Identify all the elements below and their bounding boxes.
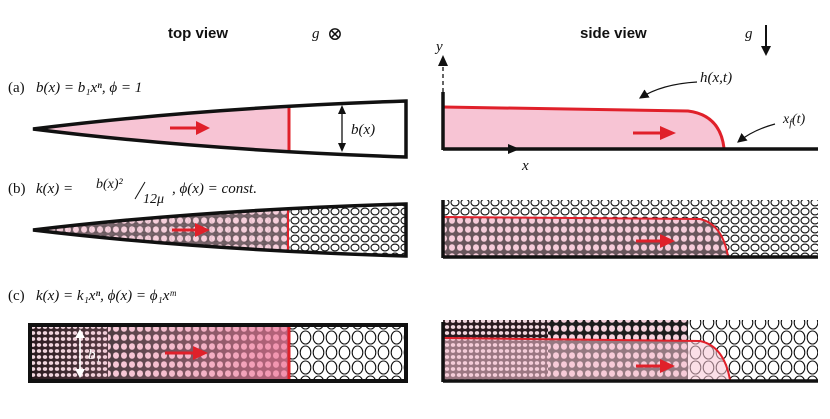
top-view-header: top view (168, 25, 228, 42)
height-pointer-arrow-icon (638, 81, 698, 99)
panel-b-side-view (441, 200, 818, 259)
y-axis-arrow-icon (438, 55, 448, 92)
panel-c-top-view: b₁ (28, 323, 408, 383)
width-label: b(x) (351, 122, 375, 138)
flow-arrow-icon (636, 234, 675, 248)
side-view-header: side view (580, 25, 647, 42)
panel-b-top-view (32, 202, 408, 258)
panel-c-formula: k(x) = k₁xⁿ, ϕ(x) = ϕ₁xᵐ (36, 288, 176, 304)
gravity-top-label: g (312, 26, 320, 42)
flow-arrow-icon (165, 346, 208, 360)
gravity-down-arrow-icon (761, 25, 771, 56)
panel-b-fraction-denominator: 12μ (143, 192, 164, 207)
width-dimension-arrow-icon (75, 329, 85, 378)
panel-a-formula: b(x) = b₁xⁿ, ϕ = 1 (36, 80, 142, 96)
y-axis-label: y (434, 39, 443, 55)
fraction-slash (134, 181, 146, 200)
panel-a-side-view: y x h(x,t) xf(t) (434, 39, 818, 174)
height-label: h(x,t) (700, 70, 732, 86)
panel-b-formula-left: k(x) = (36, 181, 73, 197)
panel-a-top-view: b(x) (32, 99, 408, 159)
width-b1-label: b₁ (88, 347, 101, 363)
flow-arrow-icon (170, 121, 210, 135)
gravity-into-page-icon: ⊗ (327, 24, 343, 45)
flow-arrow-icon (636, 359, 675, 373)
x-axis-label: x (521, 158, 529, 174)
width-dimension-arrow-icon (338, 105, 346, 152)
front-position-label: xf(t) (782, 112, 806, 129)
flow-arrow-icon (633, 126, 676, 140)
panel-c-label: (c) (8, 288, 25, 304)
panel-b-formula-right: , ϕ(x) = const. (172, 181, 257, 197)
gravity-side-label: g (745, 26, 753, 42)
panel-c-side-view (441, 320, 818, 383)
panel-b-label: (b) (8, 181, 26, 197)
panel-b-fraction-numerator: b(x)² (96, 177, 124, 192)
panel-a-label: (a) (8, 80, 25, 96)
flow-arrow-icon (172, 223, 210, 237)
x-axis-arrow-icon (500, 144, 520, 154)
front-pointer-arrow-icon (737, 123, 776, 143)
